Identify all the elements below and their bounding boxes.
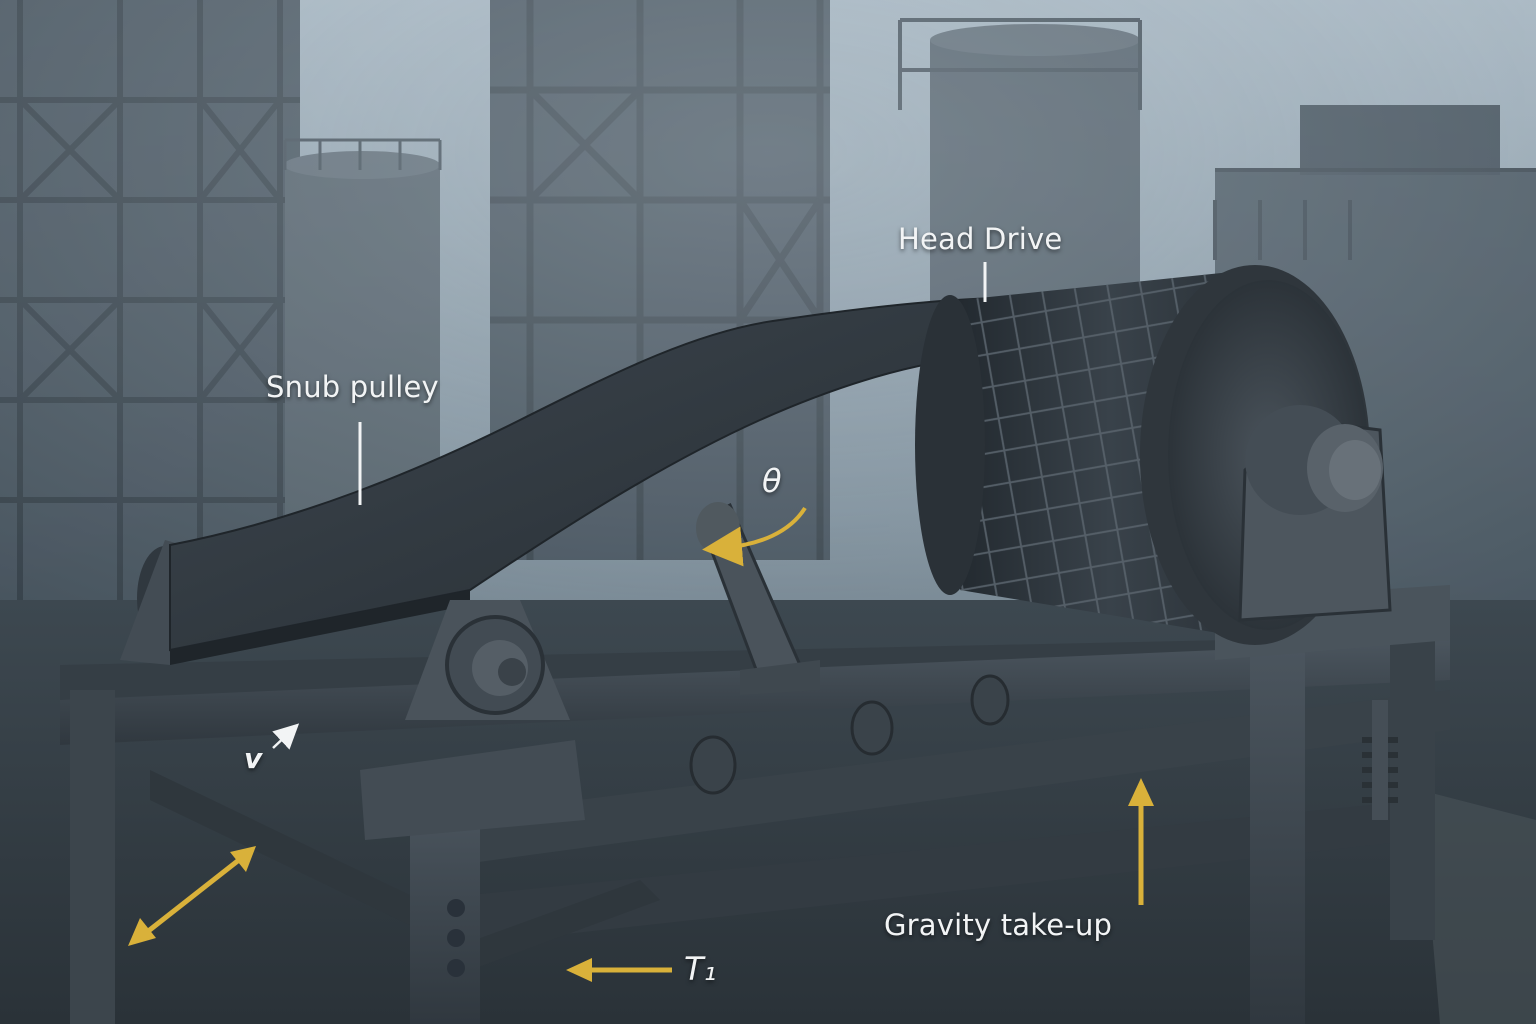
velocity-arrow-icon [272, 723, 300, 750]
head-drive-label: Head Drive [898, 222, 1063, 256]
double-headed-arrow-icon [128, 846, 256, 946]
tension-arrow-icon [566, 958, 672, 982]
gravity-take-up-label: Gravity take-up [884, 908, 1113, 942]
velocity-label: v [244, 742, 263, 775]
head-drive-drum [915, 265, 1392, 645]
theta-arc-arrow-icon [702, 506, 807, 567]
take-up-arrow-icon [1128, 778, 1154, 905]
theta-label: θ [762, 462, 782, 500]
tension-label: T₁ [684, 950, 717, 988]
return-idlers [689, 674, 1010, 795]
bend-pulley-bearing [360, 600, 585, 840]
conveyor-belt [169, 296, 1012, 652]
snub-pulley-label: Snub pulley [266, 370, 439, 404]
